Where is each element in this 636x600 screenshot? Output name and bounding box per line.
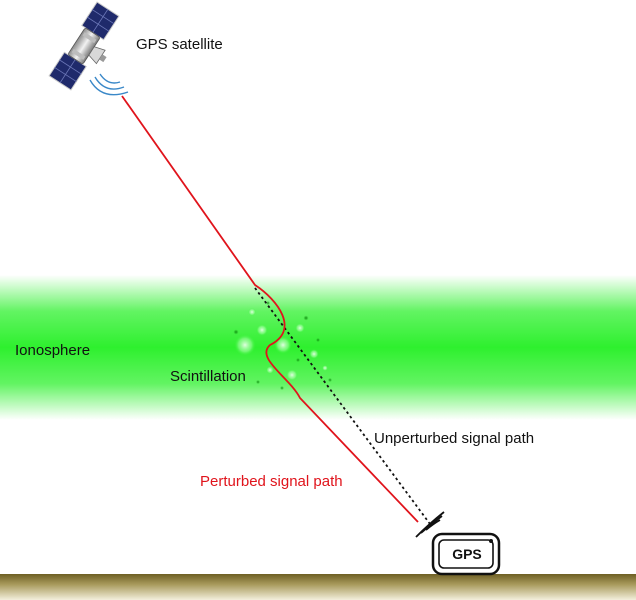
gps-receiver-icon: [431, 532, 501, 576]
satellite-signal-waves: [89, 73, 129, 96]
perturbed-path-label: Perturbed signal path: [200, 473, 343, 490]
ionosphere-label: Ionosphere: [15, 342, 91, 359]
perturbed-signal-path: [121, 95, 419, 523]
scintillation-label: Scintillation: [170, 368, 246, 385]
ionosphere-band: [0, 275, 636, 420]
receiver-signal-waves: [415, 511, 445, 538]
satellite-icon: [48, 1, 120, 91]
unperturbed-path-label: Unperturbed signal path: [374, 430, 535, 447]
satellite-label: GPS satellite: [136, 36, 223, 53]
ground: [0, 574, 636, 600]
gps-receiver-label: GPS: [452, 546, 482, 562]
scintillation-cloud: [233, 301, 332, 390]
